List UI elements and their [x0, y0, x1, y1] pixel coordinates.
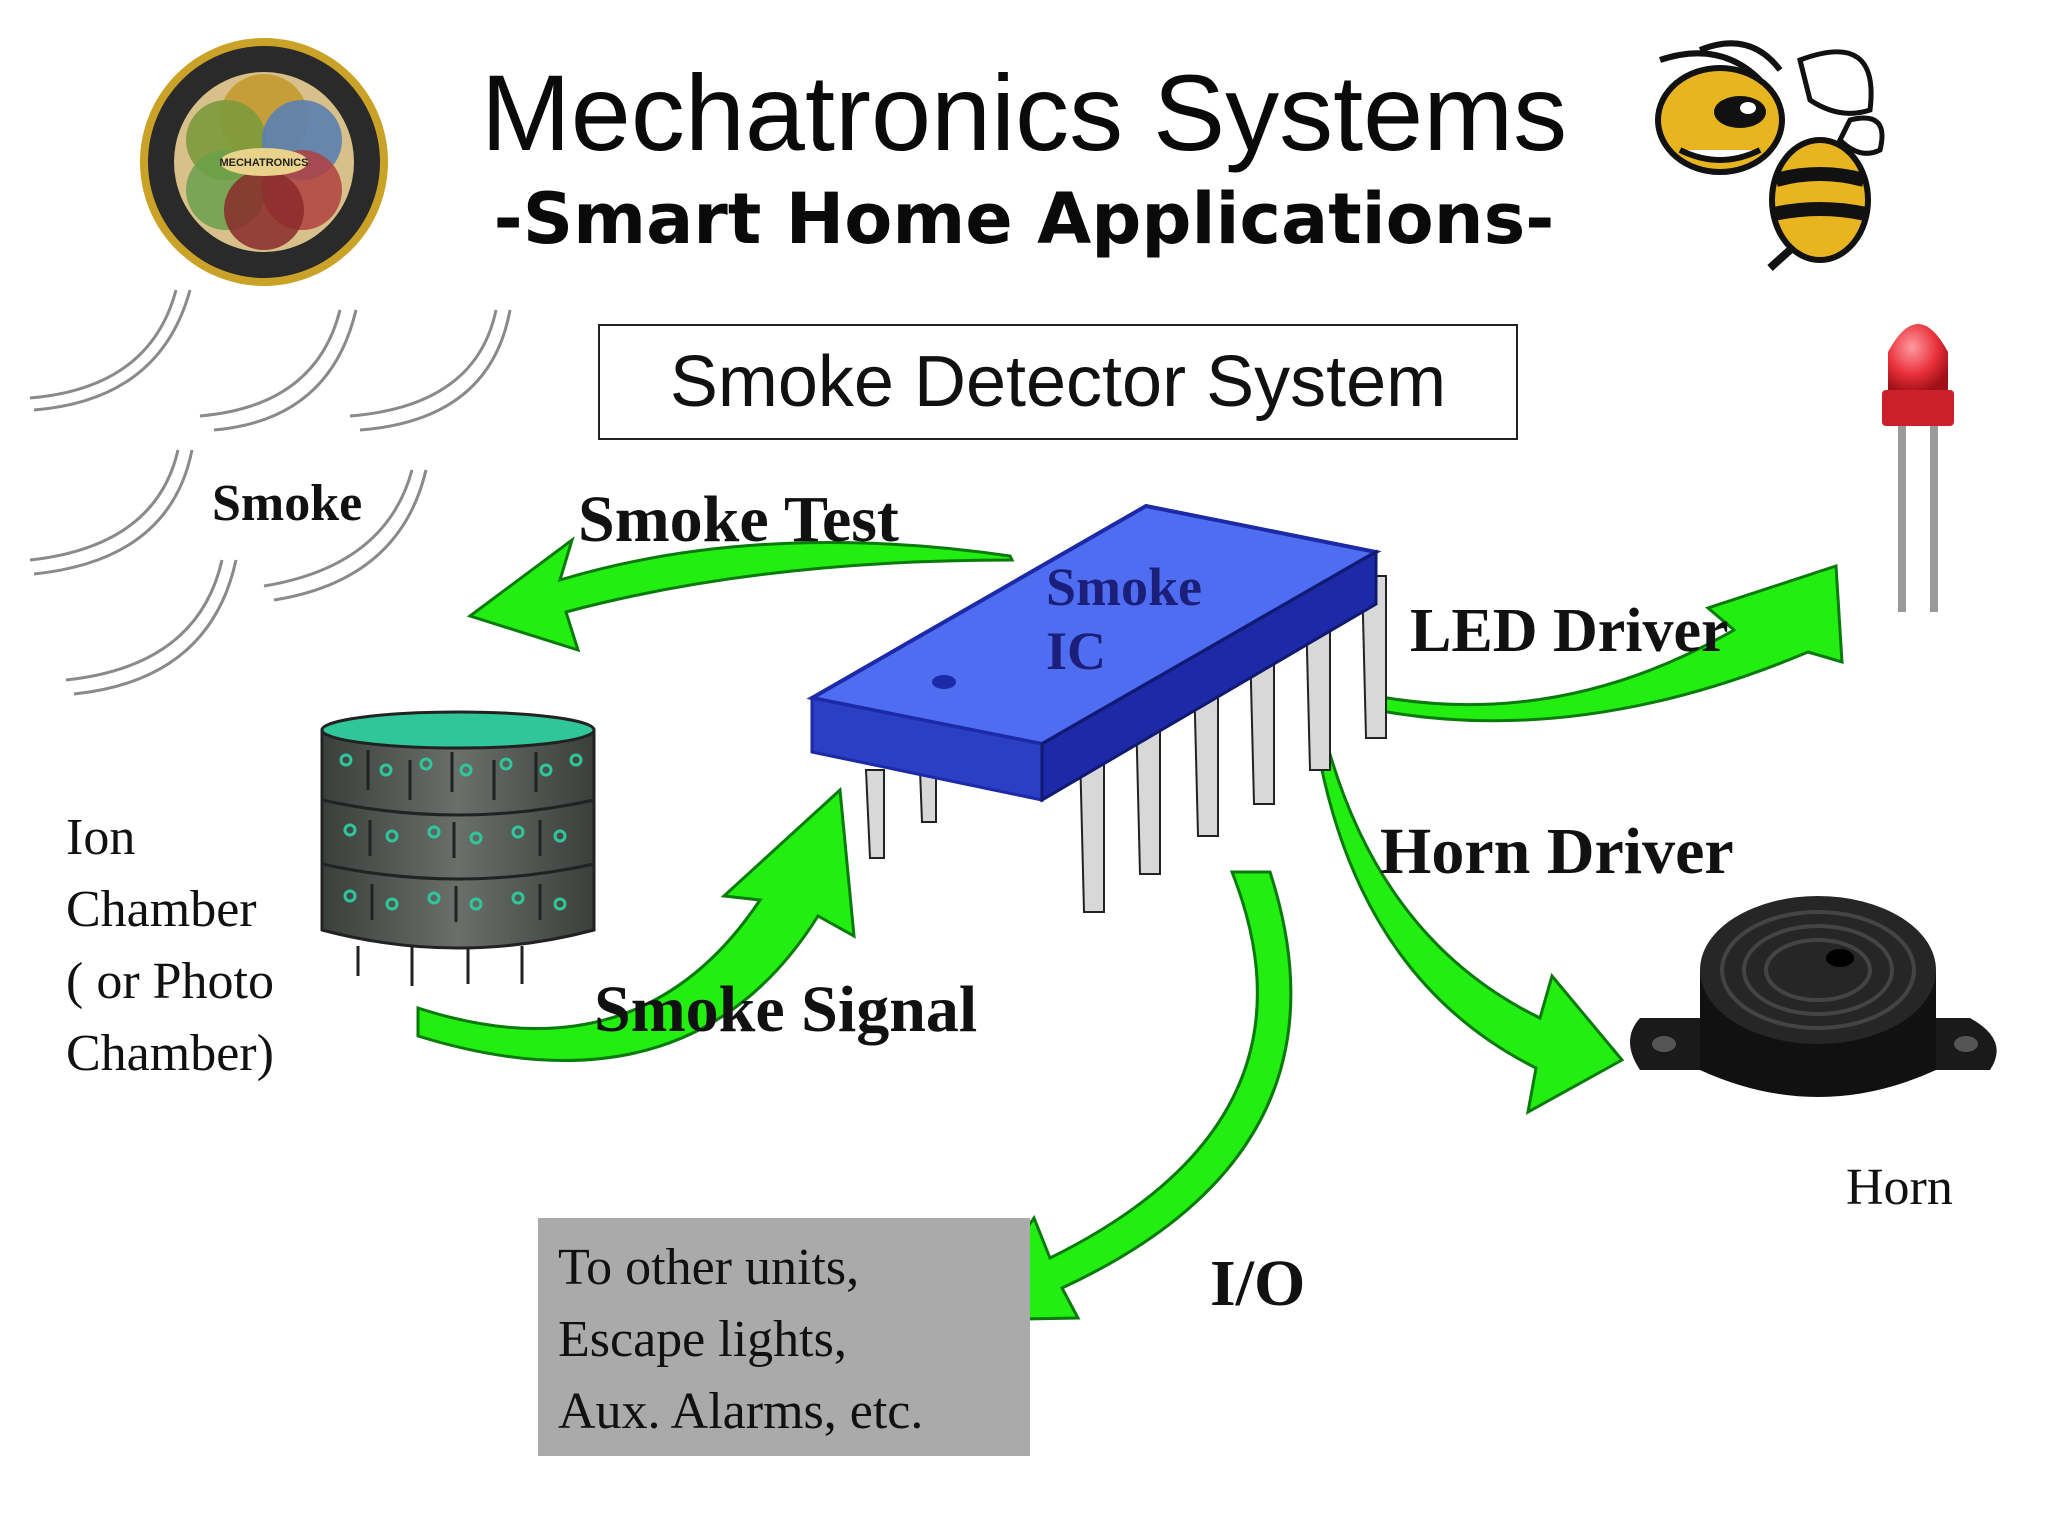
- smoke-signal-arrow: [416, 786, 856, 1062]
- ic-label-line1: Smoke: [1046, 557, 1203, 617]
- page-title: Mechatronics Systems: [480, 52, 1568, 173]
- horn-label: Horn: [1846, 1159, 1953, 1216]
- smoke-signal-label: Smoke Signal: [594, 973, 978, 1046]
- yellow-jacket-mascot-icon: [1655, 40, 1885, 271]
- outputs-line: Aux. Alarms, etc.: [558, 1383, 924, 1440]
- ion-chamber-line: Chamber: [66, 881, 257, 938]
- diagram-title-box: Smoke Detector System: [598, 324, 1518, 440]
- ic-label-line2: IC: [1046, 621, 1107, 681]
- ion-chamber-line: Ion: [66, 809, 136, 866]
- outputs-line: To other units,: [558, 1239, 860, 1296]
- red-led-icon: [1882, 324, 1954, 612]
- horn-driver-label: Horn Driver: [1380, 815, 1734, 888]
- led-driver-label: LED Driver: [1410, 597, 1729, 665]
- ion-chamber-label: Ion Chamber ( or Photo Chamber): [66, 802, 366, 1090]
- smoke-label: Smoke: [212, 475, 363, 532]
- smoke-waves-icon: [29, 289, 512, 696]
- ion-chamber-icon: [320, 710, 596, 986]
- ion-chamber-line: Chamber): [66, 1025, 274, 1082]
- io-label: I/O: [1210, 1247, 1306, 1320]
- smoke-ic-chip-icon: [806, 503, 1387, 913]
- smoke-test-label: Smoke Test: [578, 483, 899, 556]
- smoke-test-arrow: [466, 536, 1015, 653]
- buzzer-horn-icon: [1630, 896, 1997, 1097]
- mechatronics-logo: MECHATRONICS: [140, 38, 388, 286]
- page-subtitle: -Smart Home Applications-: [493, 178, 1555, 260]
- horn-driver-arrow: [1316, 736, 1625, 1115]
- outputs-box: To other units, Escape lights, Aux. Alar…: [538, 1218, 1030, 1456]
- led-driver-arrow: [1374, 563, 1844, 723]
- svg-text:MECHATRONICS: MECHATRONICS: [219, 157, 308, 169]
- ion-chamber-line: ( or Photo: [66, 953, 274, 1010]
- outputs-line: Escape lights,: [558, 1311, 847, 1368]
